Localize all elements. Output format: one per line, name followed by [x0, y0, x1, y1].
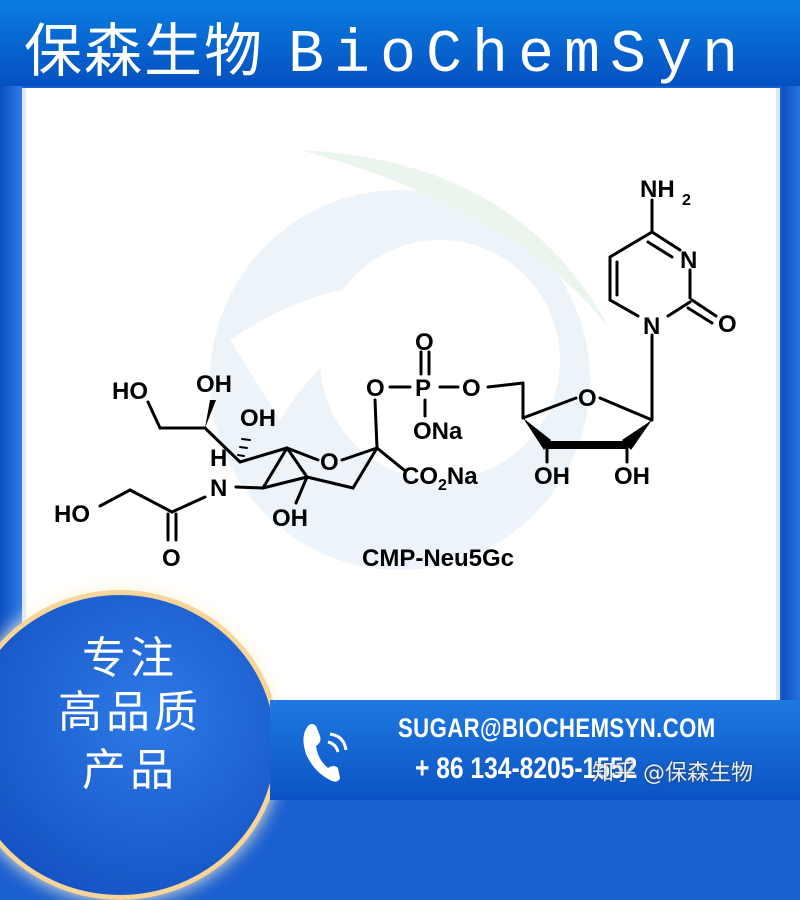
left-border — [0, 86, 22, 800]
header-banner: 保森生物 BioChemSyn — [0, 0, 800, 90]
contact-bar — [270, 700, 800, 800]
label-na: Na — [447, 463, 478, 490]
label-p: P — [415, 375, 431, 402]
label-o-link: O — [366, 375, 385, 402]
label-ona: ONa — [413, 418, 463, 445]
label-p-oxo: O — [415, 329, 434, 356]
label-ho-9: HO — [112, 378, 148, 405]
label-o-amide: O — [162, 545, 181, 572]
background-swirl-logo — [210, 150, 610, 570]
svg-text:CO2Na: CO2Na — [402, 463, 478, 494]
brand-en: BioChemSyn — [288, 22, 749, 90]
label-o5: O — [462, 375, 481, 402]
slogan-line-2: 高品质 — [58, 687, 202, 738]
slogan-line-3: 产品 — [82, 745, 178, 796]
chemical-structure: NH 2 N N O O O P O O ONa CO2Na OH OH HO … — [54, 150, 737, 572]
label-n: N — [210, 475, 227, 502]
brand-logo-text: 保森生物 BioChemSyn — [24, 4, 748, 90]
label-nh2-sub: 2 — [682, 192, 691, 209]
label-nh2: NH — [640, 176, 675, 203]
watermark: 知乎 @保森生物 — [592, 761, 753, 786]
label-co: CO — [402, 463, 438, 490]
label-oh-3: OH — [534, 463, 570, 490]
label-oh-4: OH — [272, 505, 308, 532]
slogan-line-1: 专注 — [82, 633, 178, 684]
contact-phone[interactable]: + 86 134-8205-1552 — [415, 752, 638, 785]
right-border — [782, 86, 800, 800]
label-oh-2: OH — [614, 463, 650, 490]
label-oh-7: OH — [240, 405, 276, 432]
label-n3: N — [680, 247, 697, 274]
phone-icon — [303, 724, 348, 782]
compound-name: CMP-Neu5Gc — [362, 545, 514, 572]
label-h: H — [210, 445, 227, 472]
label-o-ring: O — [320, 449, 339, 476]
label-oh-8: OH — [196, 371, 232, 398]
label-ho-gc: HO — [54, 501, 90, 528]
label-o-ribose: O — [578, 385, 597, 412]
label-n1: N — [643, 313, 660, 340]
brand-cn: 保森生物 — [24, 17, 265, 85]
label-o-carbonyl: O — [718, 311, 737, 338]
label-co2-sub: 2 — [438, 477, 447, 494]
contact-email[interactable]: SUGAR@BIOCHEMSYN.COM — [398, 713, 716, 743]
